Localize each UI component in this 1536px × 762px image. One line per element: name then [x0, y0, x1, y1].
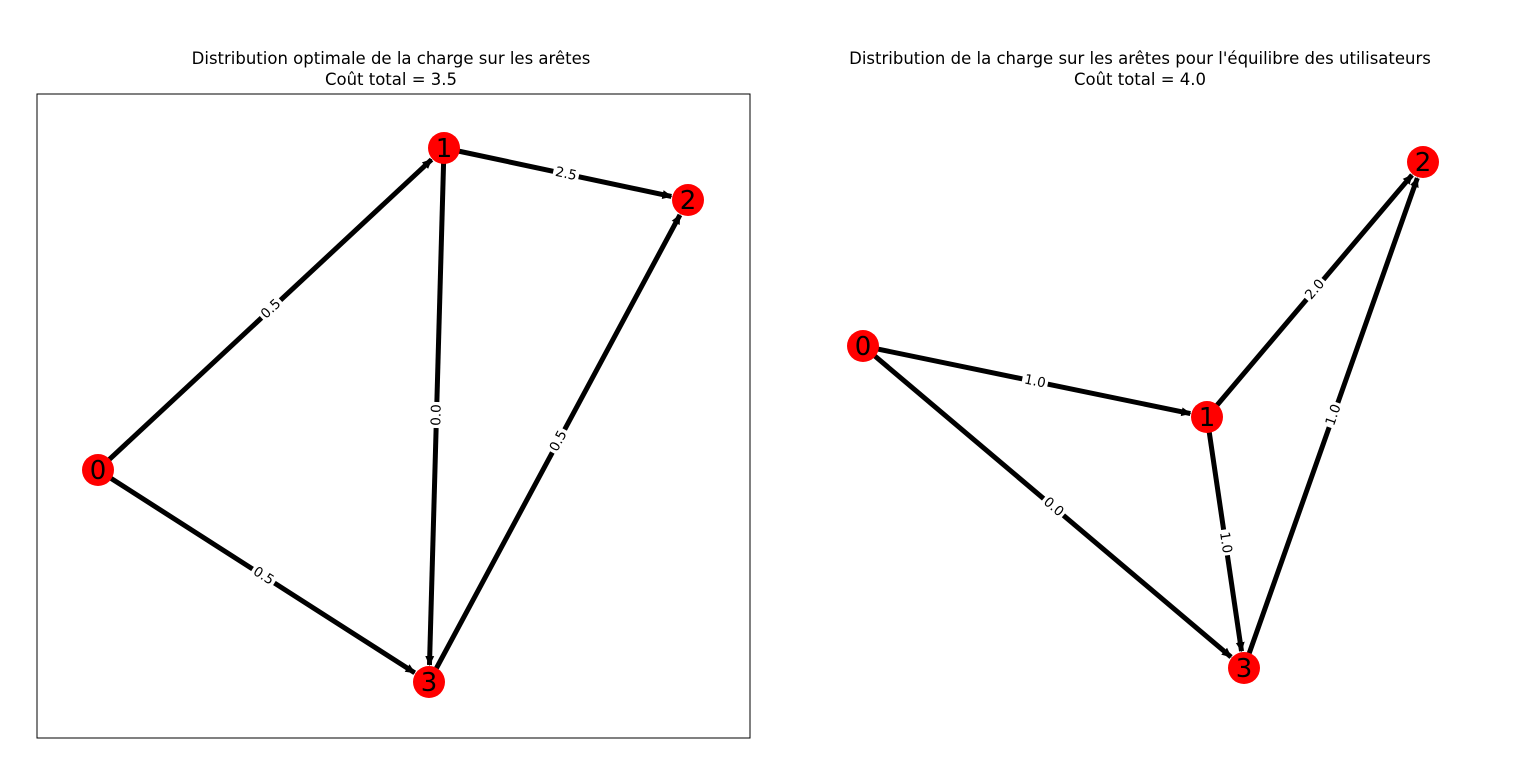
panel-optimal-frame — [36, 93, 751, 739]
edge-label-background — [551, 162, 581, 186]
edge-label-background — [1299, 273, 1331, 306]
edge-label-0-1: 1.0 — [1020, 370, 1050, 393]
node-label-1: 1 — [1199, 403, 1216, 433]
node-0 — [82, 454, 114, 486]
node-label-0: 0 — [855, 332, 872, 362]
panel-user-equilibrium-title-line2: Coût total = 4.0 — [1074, 70, 1206, 89]
edge-label-text: 1.0 — [1322, 402, 1344, 428]
edge-label-background — [255, 293, 287, 325]
edge-label-1-2: 2.5 — [551, 162, 581, 186]
node-1 — [428, 132, 460, 164]
edge-label-1-3: 1.0 — [1214, 528, 1237, 557]
node-1 — [1191, 401, 1223, 433]
edge-label-3-2: 0.5 — [544, 425, 573, 457]
edge-label-text: 1.0 — [1023, 371, 1047, 391]
panel-user-equilibrium-nodes: 0 1 2 3 — [847, 146, 1439, 684]
node-2 — [1407, 146, 1439, 178]
edge-label-text: 2.5 — [554, 164, 578, 184]
edge-label-background — [544, 425, 573, 457]
node-2 — [672, 184, 704, 216]
edge-label-0-3: 0.5 — [247, 561, 280, 591]
panel-optimal-nodes: 0 1 2 3 — [82, 132, 704, 698]
node-label-3: 3 — [1236, 654, 1253, 684]
edge-label-1-2: 2.0 — [1299, 273, 1331, 306]
edge-label-background — [247, 561, 280, 591]
node-label-3: 3 — [421, 668, 438, 698]
panel-user-equilibrium-edges: 1.00.02.01.01.0 — [870, 173, 1420, 659]
panel-optimal-edges: 0.50.52.50.00.5 — [105, 148, 683, 675]
panel-user-equilibrium: Distribution de la charge sur les arêtes… — [847, 49, 1439, 684]
edge-label-1-3: 0.0 — [427, 401, 446, 429]
edge-label-background — [1320, 399, 1347, 431]
edge-label-text: 0.0 — [428, 404, 445, 426]
node-3 — [413, 666, 445, 698]
node-label-0: 0 — [90, 456, 107, 486]
edge-label-background — [1214, 528, 1237, 557]
node-label-2: 2 — [1415, 148, 1432, 178]
edge-label-background — [427, 401, 446, 429]
node-0 — [847, 330, 879, 362]
edge-label-background — [1037, 491, 1070, 523]
edge-label-background — [1020, 370, 1050, 393]
edge-label-3-2: 1.0 — [1320, 399, 1347, 431]
node-label-2: 2 — [680, 186, 697, 216]
panel-user-equilibrium-title-line1: Distribution de la charge sur les arêtes… — [849, 49, 1431, 68]
panel-optimal-title-line2: Coût total = 3.5 — [325, 70, 457, 89]
panel-optimal-title-line1: Distribution optimale de la charge sur l… — [192, 49, 591, 68]
node-label-1: 1 — [436, 134, 453, 164]
edge-label-text: 1.0 — [1216, 531, 1235, 555]
node-3 — [1228, 652, 1260, 684]
panel-optimal: Distribution optimale de la charge sur l… — [36, 49, 751, 739]
